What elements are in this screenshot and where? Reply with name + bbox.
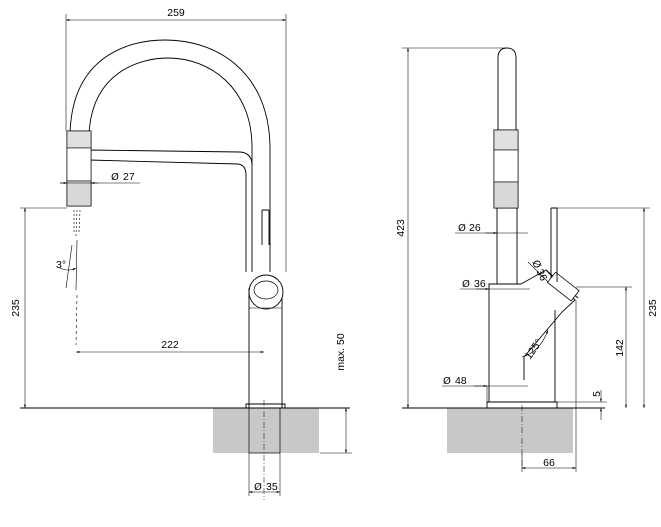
side-lever-cap	[546, 271, 580, 302]
front-dia27-symbol: Ø	[111, 171, 119, 183]
side-view: 423 Ø 26 Ø 36 Ø 36 125° Ø 48 235 14	[395, 47, 659, 472]
side-body	[488, 283, 556, 402]
side-total-height-label: 423	[395, 219, 407, 237]
side-spray-band-top	[493, 129, 519, 151]
side-countertop	[447, 408, 573, 453]
front-spray-angle-line	[65, 244, 73, 289]
front-max-deck-label: max. 50	[335, 333, 347, 371]
front-lever-stick	[261, 209, 270, 245]
side-lever-socket	[520, 269, 576, 380]
front-outlet-height-label: 235	[10, 299, 22, 317]
side-lever-height-label: 142	[614, 339, 626, 357]
side-body-diameter-label: 36	[474, 278, 486, 290]
front-reach-label: 222	[161, 339, 179, 351]
front-spray-band-top	[66, 130, 92, 149]
front-lever-cap	[253, 280, 279, 300]
front-spray-stream	[73, 209, 81, 346]
side-dia26-symbol: Ø	[458, 222, 466, 234]
side-neck-diameter-label: 26	[469, 222, 481, 234]
front-shank-diameter-label: 35	[266, 481, 278, 493]
side-lever-dia-line	[527, 261, 549, 283]
front-gooseneck-inner	[88, 57, 253, 272]
front-spray-band-bottom	[66, 180, 92, 207]
front-base-ring	[245, 403, 286, 409]
side-neck	[496, 205, 518, 284]
front-countertop	[213, 408, 319, 453]
side-dia48-symbol: Ø	[443, 375, 451, 387]
side-spray-band-bottom	[493, 181, 519, 209]
side-lever-diameter-label: 36	[534, 267, 550, 283]
front-holder-arm	[88, 149, 253, 272]
side-top-tube	[497, 47, 517, 130]
side-dia36-symbol: Ø	[462, 278, 470, 290]
side-base-height-label: 5	[591, 391, 603, 397]
side-angle-arc	[521, 329, 549, 358]
side-lever-angle-label: 125°	[523, 337, 545, 362]
side-spray-band-mid	[493, 149, 519, 183]
front-width-label: 259	[167, 7, 185, 19]
side-outlet-height-label: 235	[647, 299, 659, 317]
side-lever-dia-group: Ø 36	[529, 258, 549, 283]
side-lever-stick	[550, 207, 558, 282]
side-base-diameter-label: 48	[455, 375, 467, 387]
front-spout-diameter-label: 27	[123, 171, 135, 183]
front-spray-band-mid	[66, 147, 92, 182]
front-dia35-symbol: Ø	[254, 481, 262, 493]
front-spray-angle-label: 3°	[56, 259, 66, 271]
front-angle-arc	[59, 267, 77, 271]
front-view: 3° 259 Ø 27 235 222 max. 50 Ø 35	[10, 7, 352, 500]
side-base-ring	[486, 401, 558, 409]
front-gooseneck-outer	[69, 39, 271, 272]
side-lever-reach-label: 66	[543, 457, 555, 469]
